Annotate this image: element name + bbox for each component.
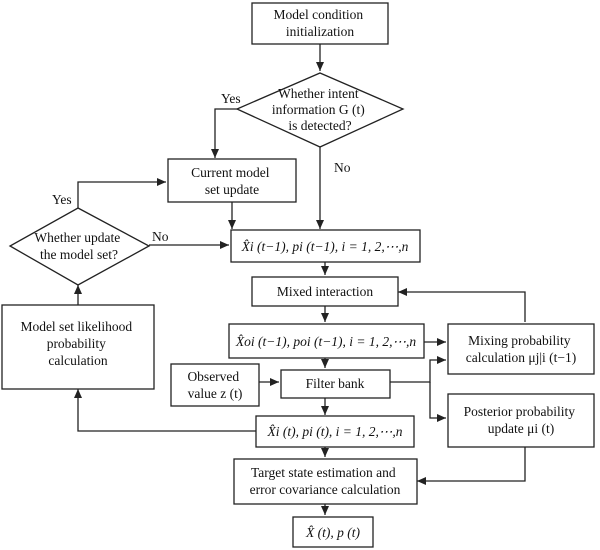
no-update-label: No [152, 229, 169, 244]
posterior-prob-box [447, 393, 595, 448]
model-set-update-label: Current model set update [191, 165, 273, 197]
node-labels: Model condition initialization Whether i… [20, 7, 579, 540]
state-prior-label: X̂i (t−1), pi (t−1), i = 1, 2,⋯,n [241, 239, 409, 254]
no-intent-label: No [334, 160, 351, 175]
edge-mixing-prob-to-mixed-interaction [398, 288, 526, 322]
edge-intent-yes-to-model-set-update [211, 108, 237, 158]
output-box [292, 516, 374, 548]
update-decision-diamond [8, 207, 151, 286]
edge-filter-bank-to-posterior-prob [429, 382, 446, 422]
model-set-update-box [167, 158, 297, 203]
edges [74, 44, 526, 515]
intent-decision-label: Whether intent information G (t) is dete… [272, 86, 368, 133]
filter-bank-label: Filter bank [306, 376, 365, 391]
mixing-prob-label: Mixing probability calculation μj|i (t−1… [466, 333, 577, 365]
edge-labels: Yes No Yes No [52, 91, 351, 244]
init-label: Model condition initialization [274, 7, 367, 39]
likelihood-label: Model set likelihood probability calcula… [20, 319, 135, 368]
yes-update-label: Yes [52, 192, 72, 207]
edge-filter-bank-to-mixing-prob [390, 356, 446, 383]
update-decision-label: Whether update the model set? [34, 230, 123, 262]
mixed-state-box [228, 323, 425, 359]
likelihood-box [1, 304, 155, 390]
mixed-state-label: X̂oi (t−1), poi (t−1), i = 1, 2,⋯,n [235, 334, 417, 349]
edge-update-yes-to-model-set-update [77, 178, 166, 208]
mixed-interaction-label: Mixed interaction [277, 284, 374, 299]
observed-box [170, 363, 260, 407]
mixing-prob-box [447, 323, 595, 375]
state-prior-box [230, 229, 421, 263]
filter-bank-box [280, 369, 391, 399]
state-post-label: X̂i (t), pi (t), i = 1, 2,⋯,n [266, 424, 402, 439]
posterior-prob-label: Posterior probability update μi (t) [464, 404, 579, 436]
state-post-box [255, 415, 415, 448]
observed-label: Observed value z (t) [187, 369, 242, 401]
yes-intent-label: Yes [221, 91, 241, 106]
estimation-label: Target state estimation and error covari… [250, 465, 401, 497]
output-label: X̂ (t), p (t) [305, 525, 360, 540]
estimation-box [233, 458, 418, 505]
edge-posterior-prob-to-estimation [417, 447, 526, 485]
intent-decision-diamond [235, 72, 405, 148]
init-box [251, 2, 389, 45]
edge-state-post-to-likelihood [74, 389, 256, 432]
mixed-interaction-box [251, 276, 399, 307]
